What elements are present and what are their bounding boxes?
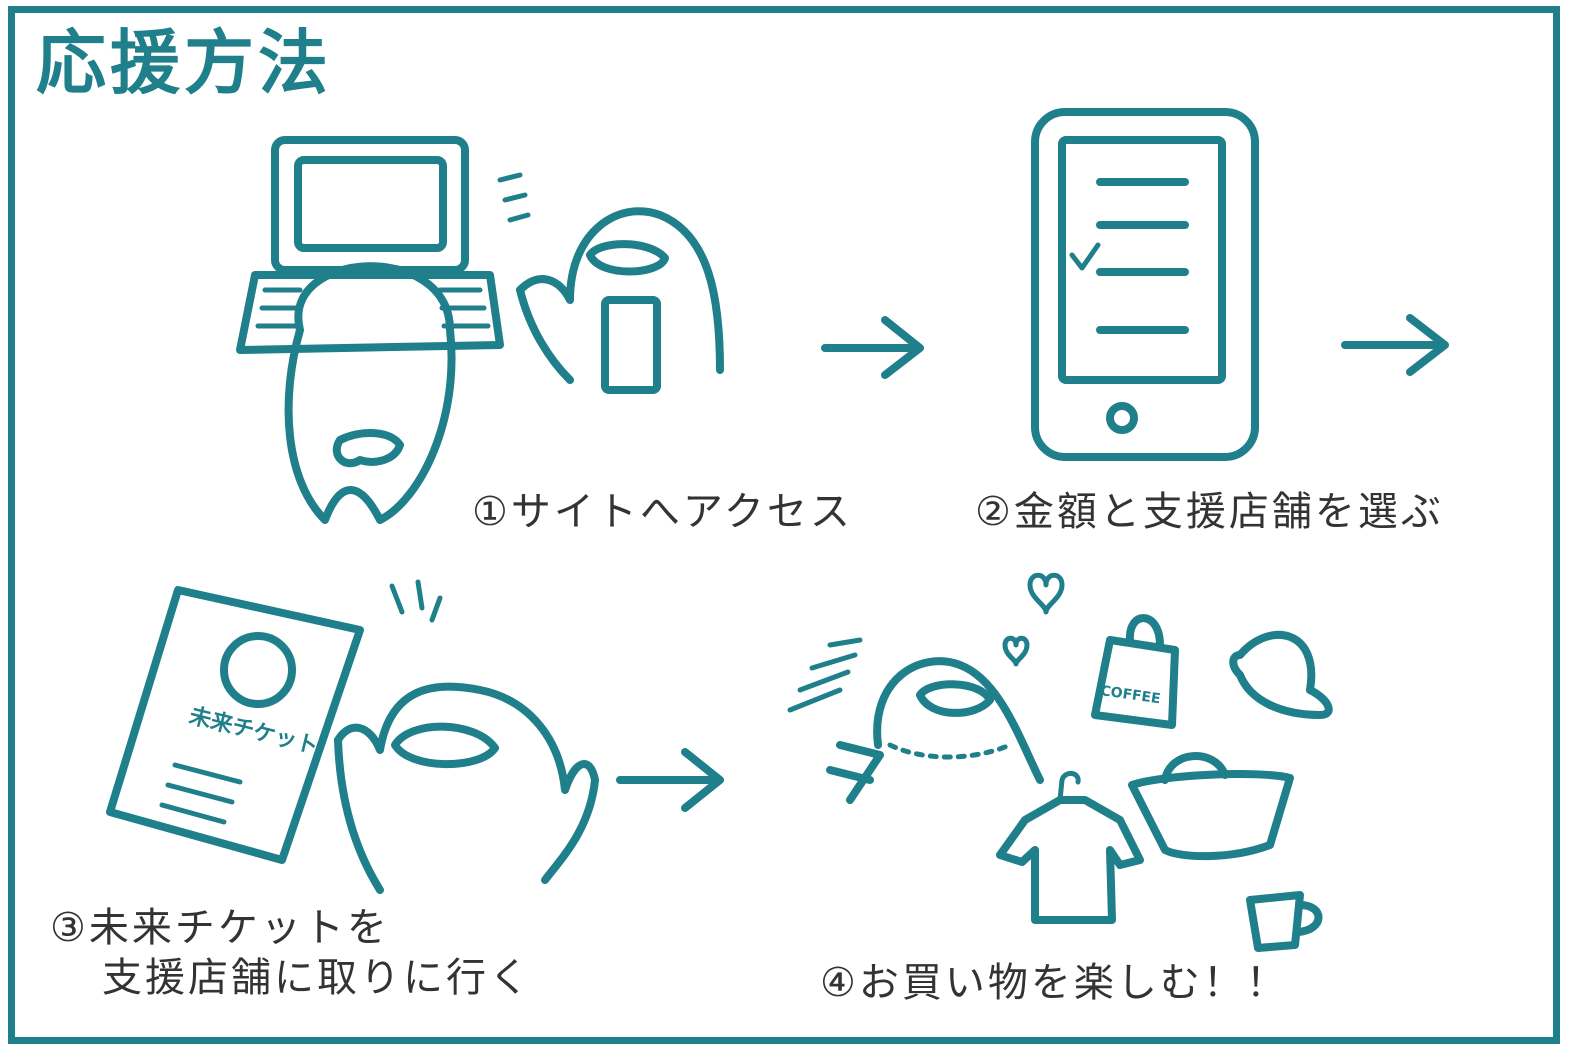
page-title: 応援方法 [36, 22, 332, 104]
step-text-line-1: 未来チケットを [88, 905, 390, 951]
step-4: ④お買い物を楽しむ！！ [820, 958, 1289, 1008]
ticket-label: 未来チケット [187, 704, 321, 760]
bag-label: COFFEE [1099, 683, 1161, 707]
shirt-icon [996, 771, 1144, 924]
tote-bag-icon [1128, 752, 1294, 861]
step-text: サイトへアクセス [510, 489, 853, 535]
mascot-with-phone [497, 172, 724, 394]
step-text: 金額と支援店舗を選ぶ [1013, 489, 1444, 535]
laptop-icon [236, 136, 504, 354]
arrow-right-icon [616, 748, 724, 812]
mug-icon [1246, 891, 1323, 952]
step-number: ① [472, 489, 511, 535]
step-3: ③未来チケットを 支援店舗に取りに行く [50, 903, 532, 1003]
heart-icon [1002, 572, 1065, 667]
shopping-bag-icon: COFFEE [1091, 614, 1179, 729]
mascot-shopping [787, 637, 1044, 804]
step-text: お買い物を楽しむ！！ [858, 960, 1289, 1006]
step-number: ② [975, 489, 1014, 535]
smartphone-icon [1031, 108, 1259, 461]
ticket-icon: 未来チケット [106, 586, 364, 864]
arrow-right-icon [1341, 314, 1449, 376]
arrow-right-icon [821, 316, 924, 379]
step-number: ③ [50, 905, 89, 951]
mascot-cheering [334, 579, 599, 894]
outer-frame [8, 6, 1560, 1044]
hat-icon [1229, 630, 1333, 719]
step-number: ④ [820, 960, 859, 1006]
mascot-back-figure [284, 262, 456, 524]
step-1: ①サイトへアクセス [472, 487, 853, 537]
step-text-line-2: 支援店舗に取りに行く [102, 955, 532, 1001]
step-2: ②金額と支援店舗を選ぶ [975, 487, 1444, 537]
